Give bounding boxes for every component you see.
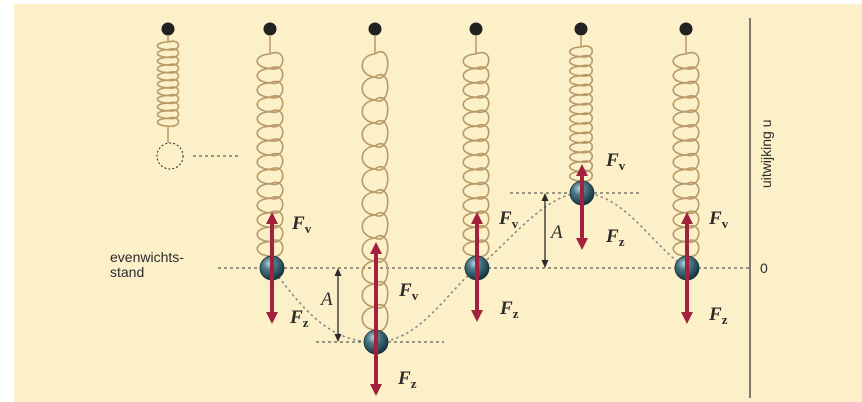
force-arrow-head bbox=[681, 212, 693, 224]
spring-coil-path bbox=[462, 51, 490, 258]
force-arrow-head bbox=[370, 384, 382, 396]
empty-mass-position bbox=[156, 142, 184, 170]
mount-point bbox=[161, 22, 175, 36]
mount-point bbox=[469, 22, 483, 36]
force-arrows bbox=[266, 164, 693, 396]
force-arrow-head bbox=[266, 312, 278, 324]
force-label-spring: Fv bbox=[605, 150, 626, 173]
spring-position-2 bbox=[361, 22, 389, 332]
unloaded-spring bbox=[156, 22, 184, 170]
force-label-spring: Fv bbox=[498, 208, 519, 231]
mount-point bbox=[368, 22, 382, 36]
force-label-gravity: Fz bbox=[605, 226, 625, 249]
spring-coil-path bbox=[256, 51, 284, 258]
force-label-spring: Fv bbox=[291, 213, 312, 236]
mount-point bbox=[574, 22, 588, 36]
spring-coil bbox=[361, 50, 389, 332]
spring-coil-path bbox=[672, 51, 700, 258]
spring-coil bbox=[672, 51, 700, 258]
force-arrow-head bbox=[576, 238, 588, 250]
force-label-gravity: Fz bbox=[289, 307, 309, 330]
force-label-gravity: Fz bbox=[397, 368, 417, 391]
force-label-spring: Fv bbox=[708, 208, 729, 231]
spring-position-4 bbox=[568, 22, 594, 183]
spring-coil-path bbox=[568, 45, 594, 183]
amplitude-label-lower: A bbox=[319, 289, 333, 310]
mount-point bbox=[263, 22, 277, 36]
force-arrow-head bbox=[370, 242, 382, 254]
spring-position-5 bbox=[672, 22, 700, 258]
spring-coil-path bbox=[156, 40, 180, 128]
spring-coil bbox=[568, 45, 594, 183]
force-label-spring: Fv bbox=[398, 280, 419, 303]
spring-coil-path bbox=[361, 50, 389, 332]
force-arrow-head bbox=[471, 310, 483, 322]
motion-path bbox=[271, 192, 688, 343]
spring-position-1 bbox=[256, 22, 284, 258]
mount-point bbox=[679, 22, 693, 36]
spring-coil bbox=[256, 51, 284, 258]
force-arrow-head bbox=[576, 164, 588, 176]
force-label-gravity: Fz bbox=[499, 298, 519, 321]
equilibrium-label-line2: stand bbox=[110, 264, 144, 280]
amplitude-arrow-head bbox=[334, 268, 342, 276]
amplitude-arrow-head bbox=[541, 260, 549, 268]
force-arrow-head bbox=[266, 212, 278, 224]
amplitude-label-upper: A bbox=[549, 222, 563, 243]
spring-coil bbox=[156, 40, 180, 128]
amplitude-arrow-head bbox=[334, 334, 342, 342]
force-arrow-head bbox=[681, 312, 693, 324]
spring-coil bbox=[462, 51, 490, 258]
background-panel bbox=[14, 4, 862, 402]
force-arrow-head bbox=[471, 212, 483, 224]
equilibrium-label-line1: evenwichts- bbox=[110, 249, 184, 265]
amplitude-arrow-head bbox=[541, 193, 549, 201]
force-label-gravity: Fz bbox=[708, 304, 728, 327]
spring-position-3 bbox=[462, 22, 490, 258]
axis-zero-label: 0 bbox=[760, 260, 768, 276]
axis-title: uitwijking u bbox=[758, 120, 774, 188]
